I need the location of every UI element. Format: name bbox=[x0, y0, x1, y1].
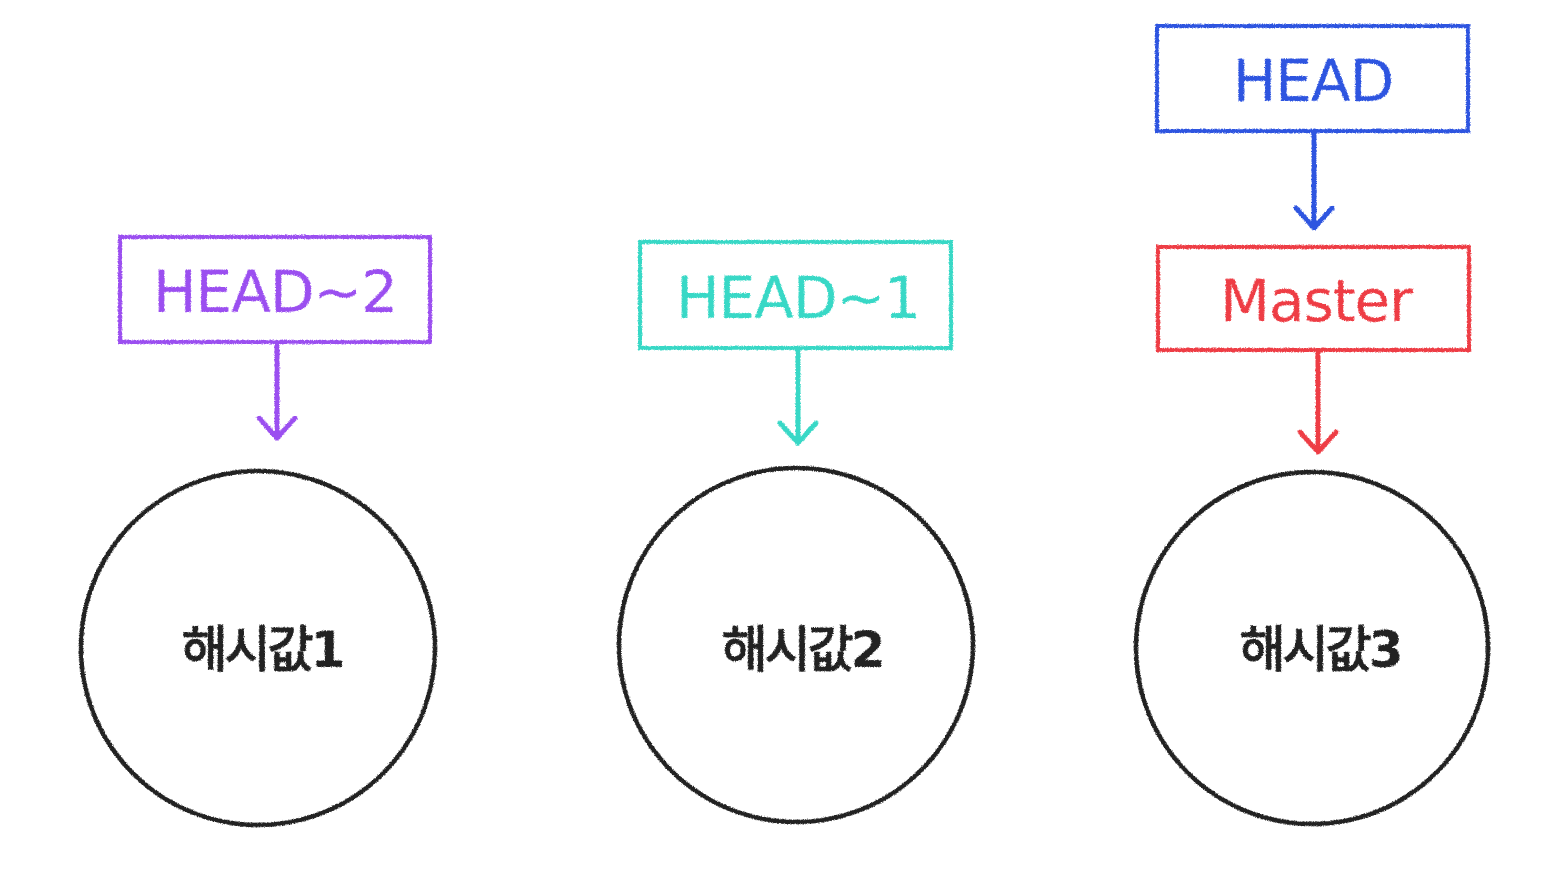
arrow-head2-to-commit1 bbox=[256, 342, 298, 441]
ref-master-label: Master bbox=[1220, 267, 1413, 335]
commit-label-2: 해시값2 bbox=[722, 621, 883, 679]
arrow-master-to-commit3 bbox=[1297, 349, 1339, 455]
ref-head-1-box bbox=[638, 240, 953, 350]
arrow-head-to-master bbox=[1293, 130, 1335, 231]
ref-head: HEAD bbox=[1155, 24, 1470, 231]
ref-master: Master bbox=[1156, 245, 1471, 455]
commit-node-3: 해시값3 bbox=[1133, 469, 1491, 827]
ref-head-2: HEAD~2 bbox=[118, 235, 432, 441]
ref-master-box bbox=[1156, 245, 1471, 352]
commit-circle-3 bbox=[1133, 469, 1491, 827]
ref-head-1: HEAD~1 bbox=[638, 240, 953, 446]
commit-label-3: 해시값3 bbox=[1240, 621, 1401, 679]
commit-circle-2 bbox=[616, 465, 976, 825]
ref-head-2-box bbox=[118, 235, 432, 344]
ref-head-1-label: HEAD~1 bbox=[676, 264, 920, 332]
commit-label-1: 해시값1 bbox=[182, 621, 343, 679]
ref-head-label: HEAD bbox=[1233, 47, 1394, 115]
commit-node-2: 해시값2 bbox=[616, 465, 976, 825]
commit-node-1: 해시값1 bbox=[78, 468, 438, 828]
ref-head-2-label: HEAD~2 bbox=[153, 258, 397, 326]
commit-circle-1 bbox=[78, 468, 438, 828]
arrow-head1-to-commit2 bbox=[777, 347, 819, 446]
